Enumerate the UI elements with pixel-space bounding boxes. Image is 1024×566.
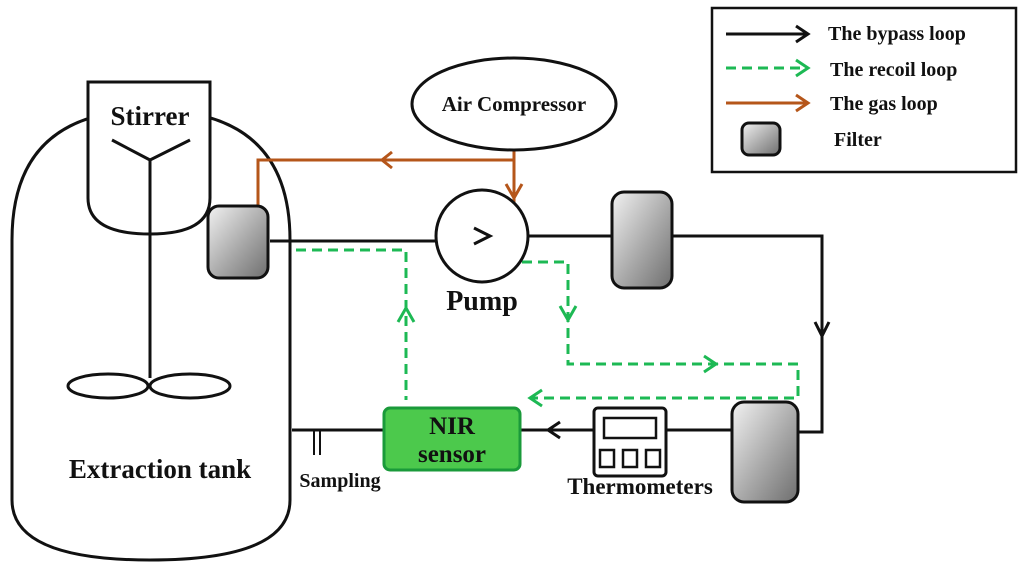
legend-recoil-arrowhead <box>795 58 811 78</box>
stirrer-blade-left <box>66 372 150 400</box>
thermometer-button-2 <box>621 448 639 469</box>
thermometer-button-3 <box>644 448 662 469</box>
gas-arrowhead-left <box>379 150 393 170</box>
nir-sensor: NIR sensor <box>382 406 522 472</box>
legend-gas-arrowhead <box>795 93 811 113</box>
pump-direction-arrow <box>473 226 494 246</box>
nir-sensor-label-line2: sensor <box>418 441 486 468</box>
thermometers-label: Thermometers <box>567 474 713 499</box>
sampling-port: Sampling <box>299 430 381 492</box>
thermometer-device: Thermometers <box>567 406 713 499</box>
legend-gas-label: The gas loop <box>830 93 938 115</box>
recoil-arrowhead-up <box>396 304 416 323</box>
sampling-label: Sampling <box>299 470 380 492</box>
recoil-arrowhead-right <box>703 354 719 374</box>
legend-filter-label: Filter <box>834 129 882 151</box>
recoil-arrowhead-down <box>558 305 578 324</box>
legend-recoil-label: The recoil loop <box>830 59 957 81</box>
legend-bypass-label: The bypass loop <box>828 23 966 45</box>
stirrer-label: Stirrer <box>111 101 190 131</box>
filter-after-pump <box>610 190 674 290</box>
stirrer-blade-right <box>148 372 232 400</box>
bypass-arrowhead-left <box>545 420 561 440</box>
stirrer: Stirrer <box>66 80 232 400</box>
filter-tank-outlet <box>206 204 270 280</box>
nir-sensor-label-line1: NIR <box>429 413 476 440</box>
recoil-arrowheads <box>396 304 719 408</box>
pump-label: Pump <box>446 286 518 317</box>
bypass-arrowhead-down <box>813 321 831 340</box>
thermometer-display <box>602 416 658 440</box>
air-compressor-label: Air Compressor <box>442 92 586 116</box>
recoil-arrowhead-left <box>527 388 543 408</box>
extraction-tank-label: Extraction tank <box>69 454 251 484</box>
recoil-loop <box>296 248 800 400</box>
gas-loop <box>256 150 524 206</box>
legend-filter-swatch <box>740 121 782 157</box>
air-compressor: Air Compressor <box>410 56 618 152</box>
filter-return <box>730 400 800 504</box>
legend: The bypass loop The recoil loop The gas … <box>710 6 1018 174</box>
gas-arrowhead-down <box>504 183 524 202</box>
legend-bypass-arrowhead <box>795 24 811 44</box>
pump: Pump <box>434 188 530 317</box>
thermometer-button-1 <box>598 448 616 469</box>
